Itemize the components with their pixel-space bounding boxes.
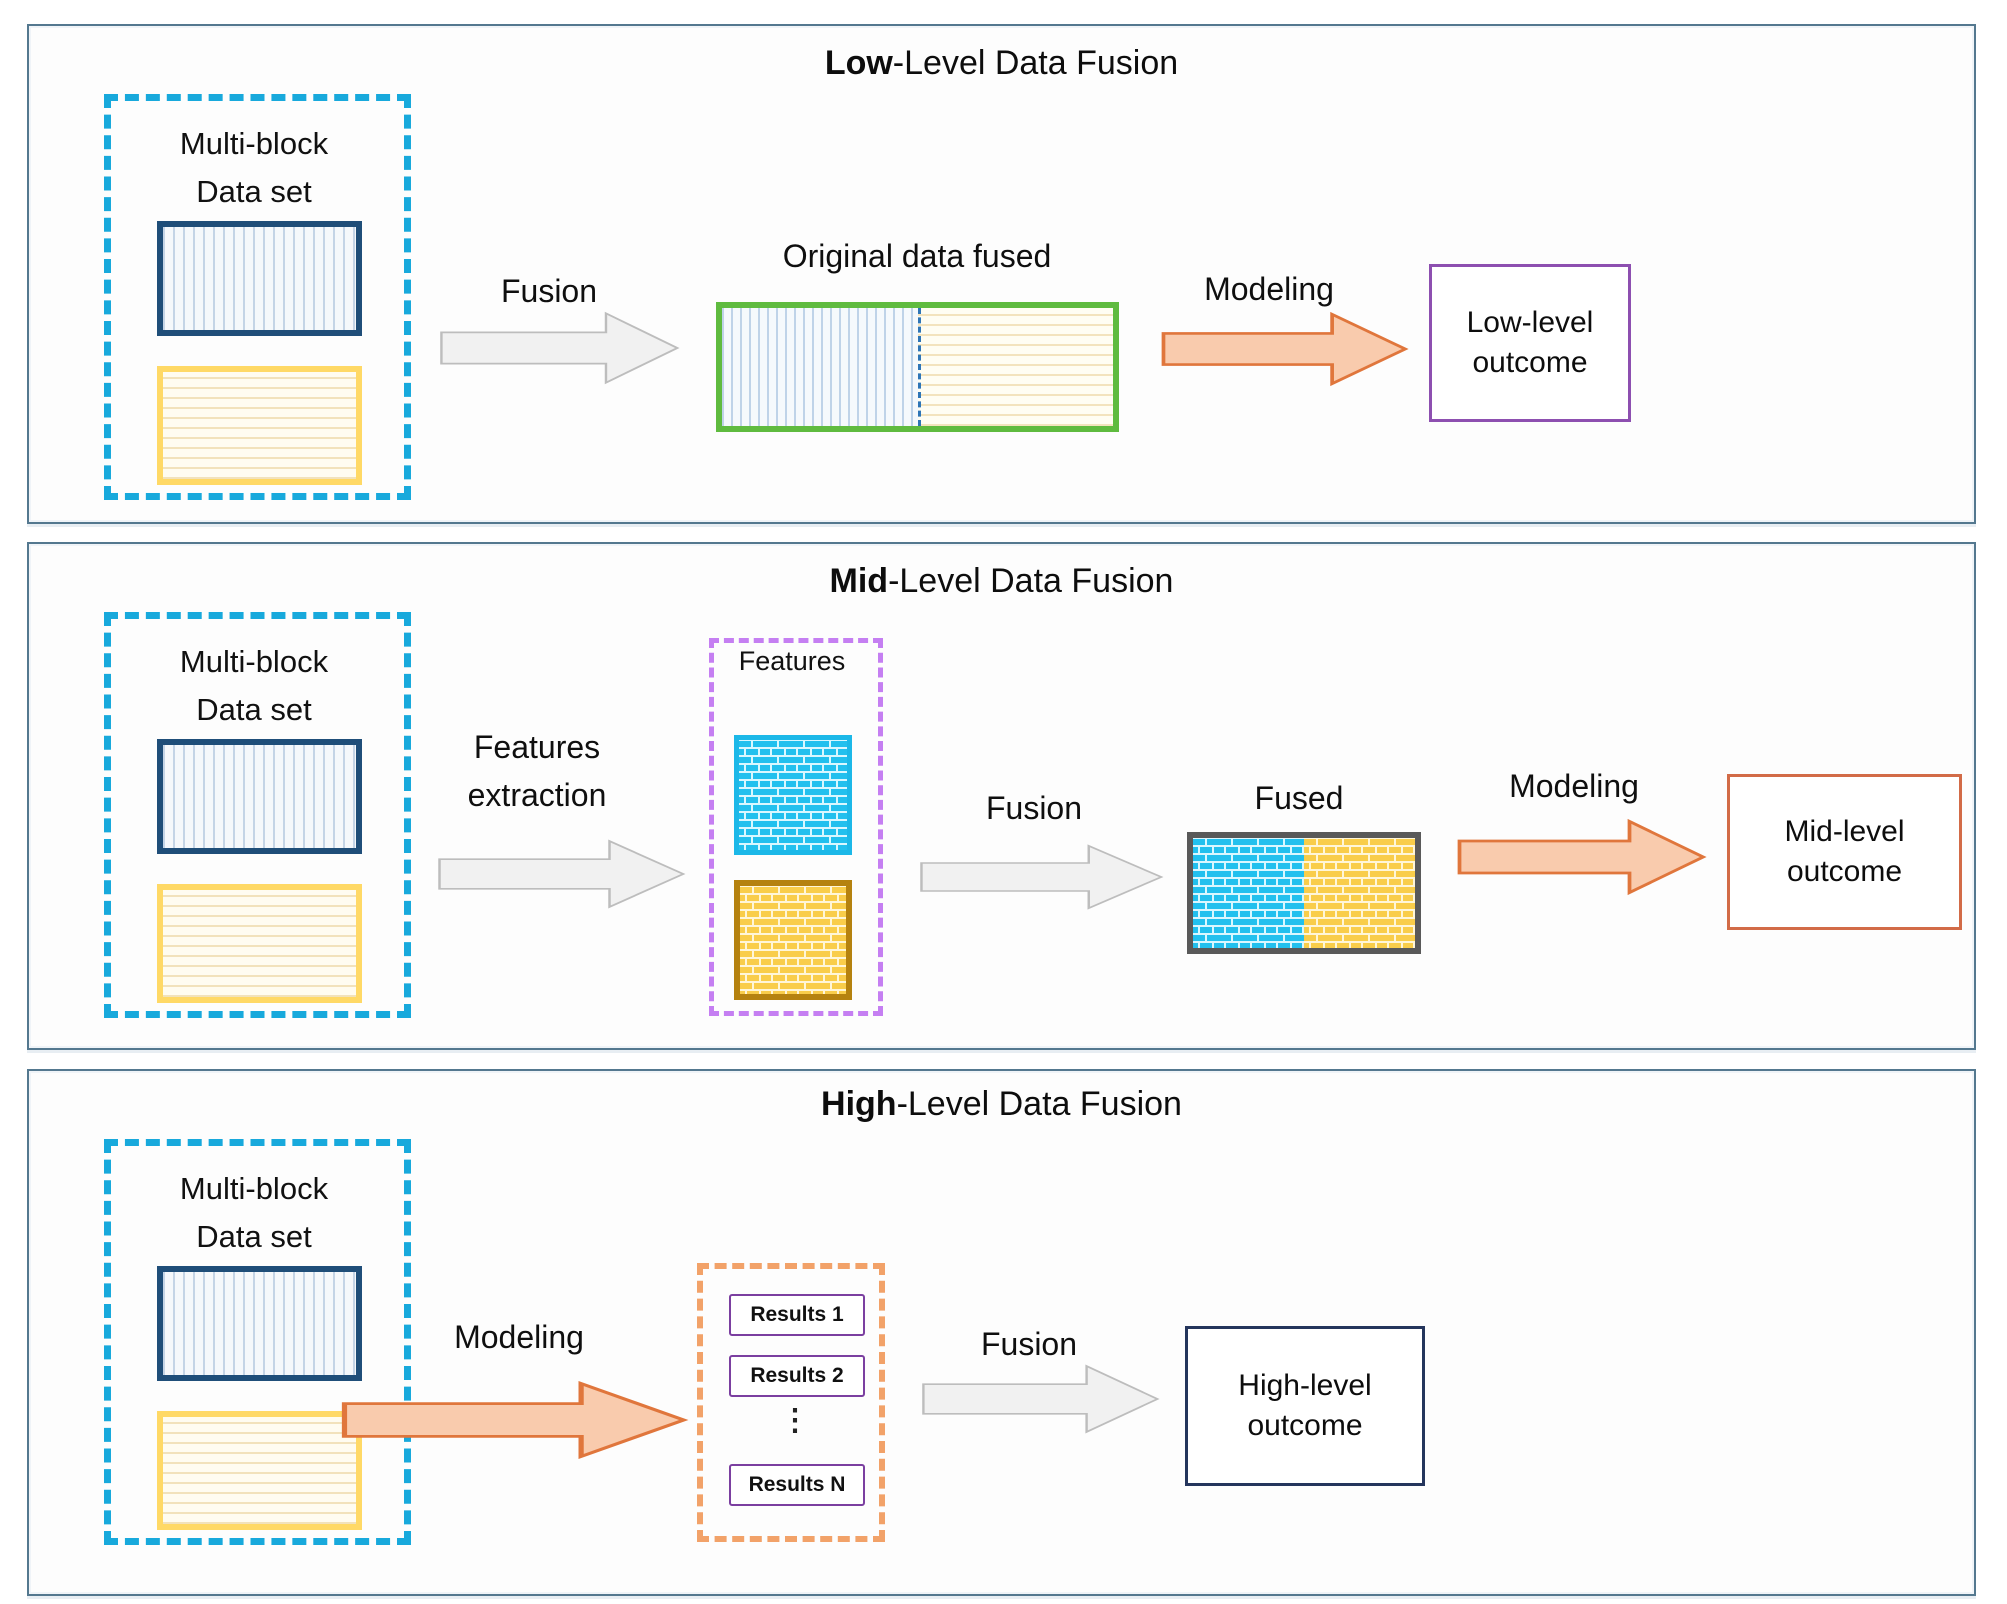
panel-title-rest: -Level Data Fusion [896,1085,1182,1123]
high-level-outcome-box: High-level outcome [1185,1326,1425,1486]
features-label: Features [738,646,846,676]
modeling-label: Modeling [1204,271,1334,307]
panel-title: High-Level Data Fusion [29,1085,1974,1124]
fused-left-blue-stripes [722,308,918,426]
fusion-label: Fusion [985,790,1083,826]
fused-right-yellow-stripes [917,308,1113,426]
panel-low-level: Low-Level Data Fusion Multi-block Data s… [27,24,1976,524]
data-block-blue-striped [157,1266,362,1381]
panel-mid-level: Mid-Level Data Fusion Multi-block Data s… [27,542,1976,1050]
multiblock-dataset-box [104,1139,411,1545]
panel-title: Low-Level Data Fusion [29,44,1974,83]
results-1-box: Results 1 [729,1294,865,1336]
outcome-line1: Mid-level [1784,814,1905,848]
panel-high-level: High-Level Data Fusion Multi-block Data … [27,1069,1976,1596]
results-dashed-box [697,1263,885,1542]
fusion-arrow-icon [439,309,681,387]
multiblock-label-line2: Data set [196,692,312,727]
results-2-box: Results 2 [729,1355,865,1397]
fusion-label: Fusion [500,273,598,309]
multiblock-label-line1: Multi-block [179,644,329,679]
modeling-label: Modeling [454,1319,584,1355]
data-block-yellow-striped [157,1411,362,1530]
data-block-blue-striped [157,739,362,854]
outcome-line2: outcome [1247,1409,1363,1442]
fused-right-gold-brick [1304,838,1415,948]
panel-title-rest: -Level Data Fusion [888,562,1174,600]
multiblock-label-line1: Multi-block [179,1171,329,1206]
modeling-label: Modeling [1509,768,1639,804]
features-extraction-label-line2: extraction [467,777,607,813]
fusion-arrow-icon [921,1362,1161,1436]
multiblock-label-line2: Data set [196,1219,312,1254]
modeling-arrow-icon [1161,310,1409,388]
fused-block [1187,832,1421,954]
multiblock-label-line1: Multi-block [179,126,329,161]
panel-title-rest: -Level Data Fusion [892,44,1179,82]
original-data-fused-box [716,302,1119,432]
results-n-box: Results N [729,1464,865,1506]
panel-title-bold: Mid [829,562,889,600]
outcome-line1: Low-level [1466,305,1594,339]
features-extraction-arrow-icon [437,837,687,911]
mid-level-outcome-box: Mid-level outcome [1727,774,1962,930]
multiblock-dataset-box [104,94,411,500]
features-extraction-label-line1: Features [473,729,601,765]
data-block-yellow-striped [157,884,362,1003]
fused-label: Fused [1254,780,1344,816]
feature-block-gold-brick [734,880,852,1000]
modeling-arrow-icon [341,1379,689,1461]
data-block-blue-striped [157,221,362,336]
fusion-arrow-icon [919,842,1165,912]
fused-left-cyan-brick [1193,838,1304,948]
outcome-line2: outcome [1786,855,1903,888]
multiblock-dataset-box [104,612,411,1018]
fusion-label: Fusion [980,1326,1078,1362]
feature-block-cyan-brick [734,735,852,855]
low-level-outcome-box: Low-level outcome [1429,264,1631,422]
modeling-arrow-icon [1457,817,1707,897]
data-block-yellow-striped [157,366,362,485]
outcome-line1: High-level [1238,1368,1372,1402]
original-data-fused-caption: Original data fused [782,238,1052,274]
features-dashed-box [709,638,883,1016]
panel-title-bold: Low [824,44,893,82]
panel-title-bold: High [821,1085,897,1123]
panel-title: Mid-Level Data Fusion [29,562,1974,601]
results-ellipsis: ⋮ [780,1404,810,1437]
outcome-line2: outcome [1472,346,1588,379]
multiblock-label-line2: Data set [196,174,312,209]
